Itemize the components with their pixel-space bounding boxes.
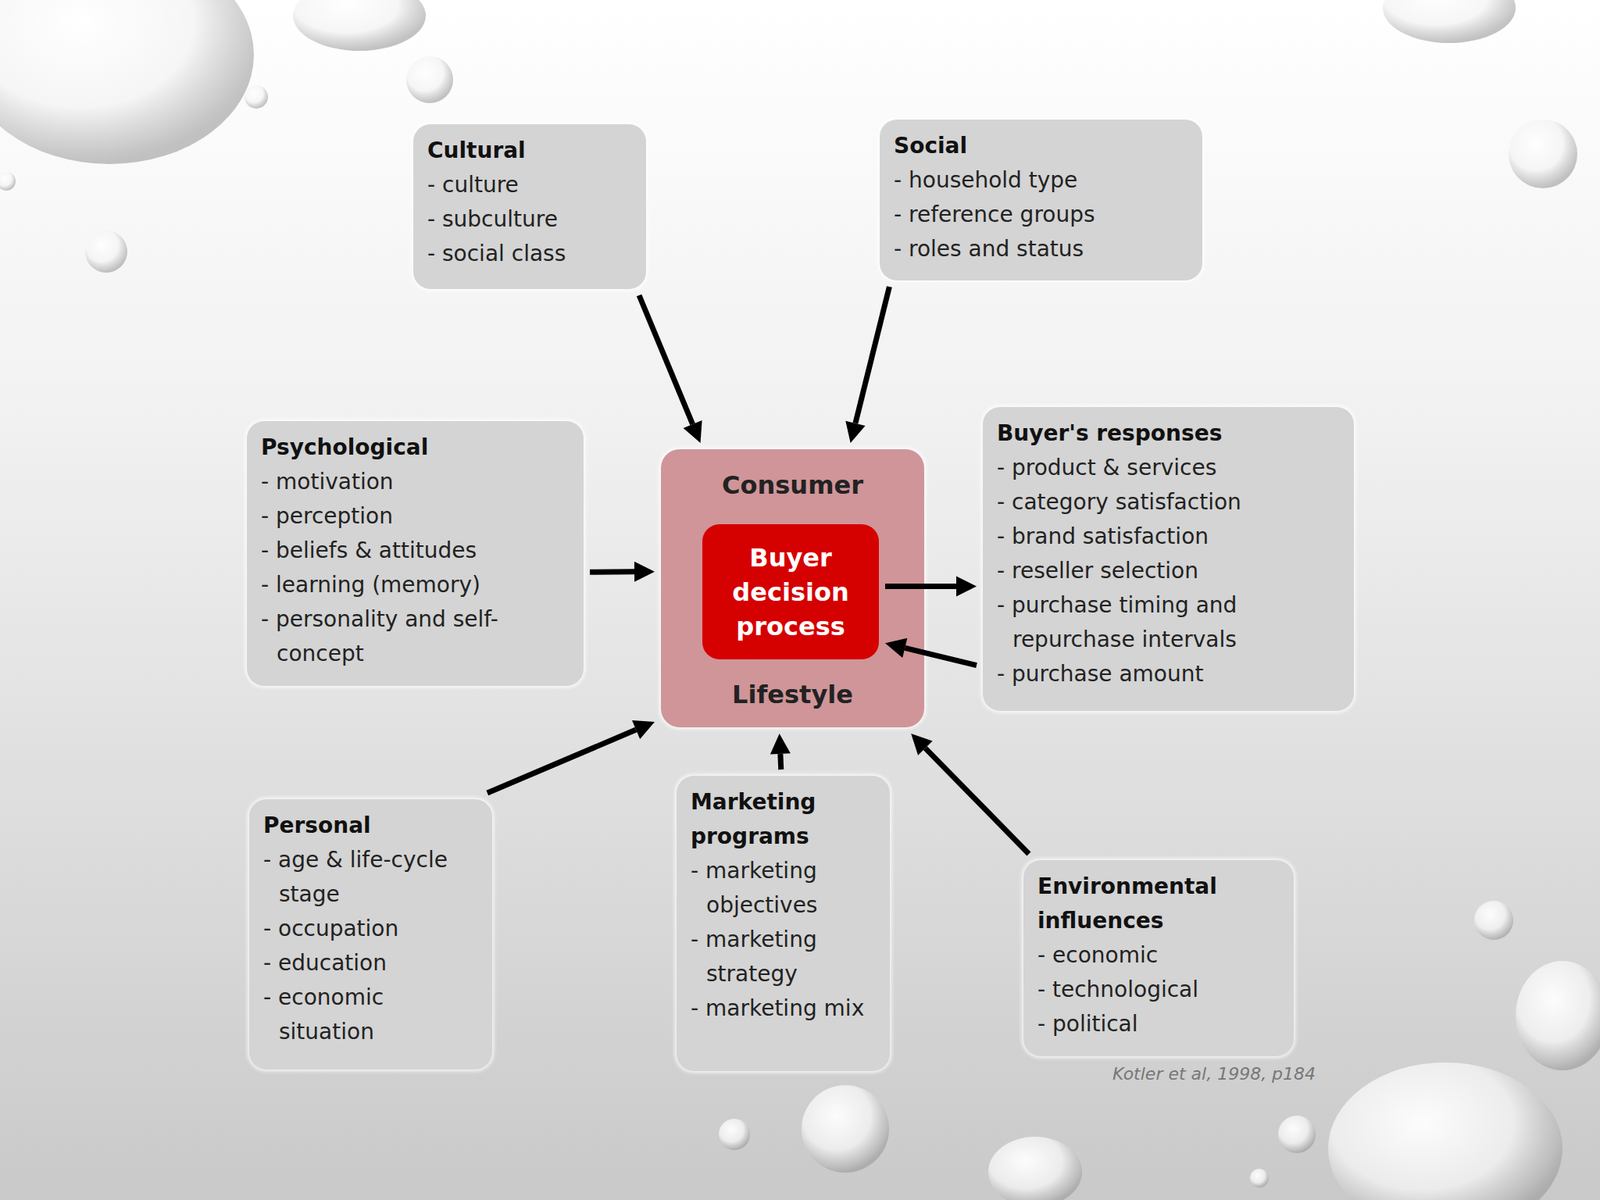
influence-arrow	[910, 733, 1029, 854]
bullet-item: - social class	[427, 236, 633, 272]
droplet	[292, 0, 426, 51]
bullet-item: - household type	[893, 163, 1189, 198]
arrow-head	[683, 420, 703, 443]
factor-box: Cultural- culture- subculture- social cl…	[413, 124, 647, 290]
box-heading: Cultural	[427, 133, 633, 168]
arrow-head	[632, 720, 655, 740]
bullet-item: - brand satisfaction	[996, 519, 1340, 554]
bullet-item: - marketing objectives	[690, 853, 876, 923]
influence-arrow	[885, 638, 977, 666]
box-heading: Personal	[263, 808, 479, 843]
droplet	[1382, 0, 1516, 43]
droplet	[1474, 900, 1514, 940]
bullet-item: - motivation	[260, 464, 570, 500]
process-label: Buyer decision process	[710, 540, 872, 644]
arrow-head	[956, 576, 977, 597]
factor-box: Psychological- motivation- perception- b…	[246, 421, 584, 686]
arrow-shaft	[639, 295, 693, 425]
droplet	[1508, 119, 1578, 189]
arrow-shaft	[487, 729, 636, 793]
box-heading: Buyer's responses	[996, 416, 1340, 451]
bullet-item: - economic	[1037, 938, 1280, 973]
arrow-shaft	[904, 647, 977, 665]
bullet-item: - technological	[1037, 972, 1280, 1008]
bullet-item: - learning (memory)	[260, 567, 570, 603]
factor-box: Environmental influences- economic- tech…	[1023, 860, 1294, 1057]
influence-arrow	[487, 720, 655, 793]
droplet	[0, 171, 16, 191]
arrow-head	[845, 421, 865, 443]
factor-box: Social- household type- reference groups…	[879, 119, 1203, 281]
droplet	[406, 56, 454, 104]
droplet	[1278, 1115, 1316, 1154]
arrow-head	[634, 561, 655, 583]
bullet-item: - reference groups	[893, 197, 1189, 233]
bullet-item: - occupation	[263, 911, 479, 947]
arrow-head	[910, 733, 933, 756]
influence-arrow	[639, 295, 703, 443]
bullet-item: - subculture	[427, 202, 633, 237]
bullet-item: - roles and status	[893, 232, 1189, 267]
bullet-item: - product & services	[996, 450, 1340, 486]
arrow-head	[770, 733, 791, 755]
arrow-shaft	[925, 748, 1029, 854]
bullet-item: - reseller selection	[996, 553, 1340, 589]
consumer-box: ConsumerLifestyle Buyer decision process	[660, 449, 925, 728]
influence-arrow	[589, 561, 655, 583]
influence-arrow	[845, 286, 890, 443]
arrow-head	[885, 638, 908, 658]
bullet-item: - purchase timing and repurchase interva…	[996, 588, 1340, 658]
bullet-item: - perception	[260, 499, 570, 534]
arrow-shaft	[855, 286, 890, 424]
droplet	[244, 85, 268, 109]
arrow-shaft	[589, 568, 635, 575]
box-heading: Marketing programs	[690, 785, 876, 854]
bullet-item: - category satisfaction	[996, 485, 1340, 520]
bullet-item: - education	[263, 946, 479, 981]
droplet	[1250, 1168, 1269, 1188]
bullet-item: - age & life-cycle stage	[263, 842, 479, 912]
core-process-box: Buyer decision process	[702, 524, 879, 660]
bullet-item: - beliefs & attitudes	[260, 533, 570, 568]
arrow-shaft	[885, 583, 957, 590]
droplet	[988, 1136, 1083, 1200]
droplet	[85, 230, 128, 273]
arrow-shaft	[777, 753, 784, 770]
droplet	[0, 0, 254, 165]
factor-box: Marketing programs- marketing objectives…	[676, 775, 890, 1072]
box-title: Consumer	[660, 467, 925, 503]
factor-box: Buyer's responses- product & services- c…	[982, 407, 1354, 711]
bullet-item: - personality and self-concept	[260, 602, 570, 672]
box-heading: Psychological	[260, 430, 570, 465]
droplet	[718, 1118, 750, 1150]
bullet-item: - purchase amount	[996, 657, 1340, 692]
box-heading: Environmental influences	[1037, 869, 1280, 939]
influence-arrow	[885, 576, 977, 597]
bullet-item: - marketing mix	[690, 991, 876, 1026]
droplet	[801, 1085, 890, 1173]
bullet-item: - economic situation	[263, 980, 479, 1050]
bullet-item: - political	[1037, 1007, 1280, 1042]
factor-box: Personal- age & life-cycle stage- occupa…	[249, 799, 493, 1070]
droplet	[1328, 1062, 1563, 1200]
bullet-item: - marketing strategy	[690, 922, 876, 992]
bullet-item: - culture	[427, 167, 633, 203]
source-citation: Kotler et al, 1998, p184	[1112, 1064, 1316, 1084]
box-heading: Social	[893, 128, 1189, 164]
droplet	[1515, 960, 1600, 1071]
influence-arrow	[770, 733, 791, 770]
box-title: Lifestyle	[660, 677, 925, 712]
